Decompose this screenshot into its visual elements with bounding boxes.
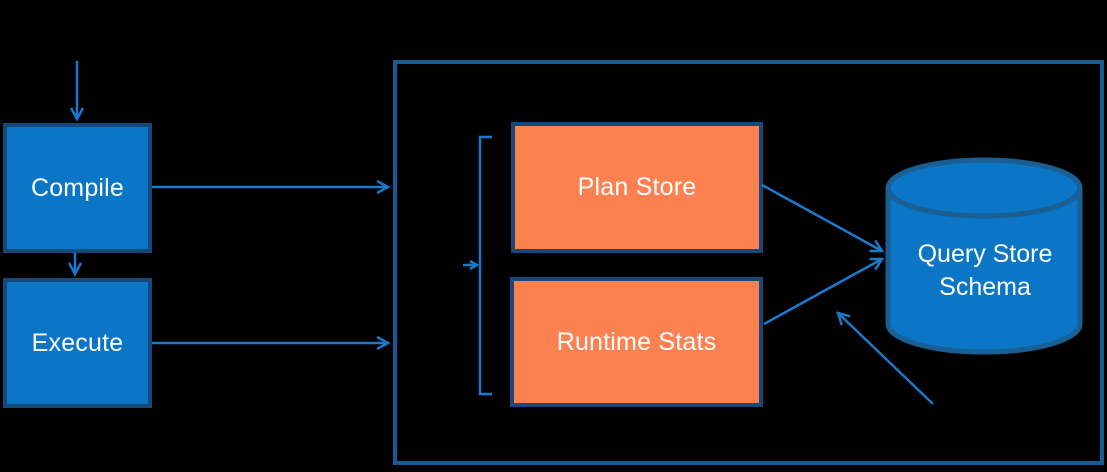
execute-box: Execute [3, 278, 152, 408]
compile-label: Compile [30, 173, 125, 202]
runtime-stats-label: Runtime Stats [556, 327, 717, 356]
plan-store-label: Plan Store [577, 173, 697, 201]
runtime-stats-box: Runtime Stats [510, 277, 763, 407]
compile-box: Compile [3, 123, 152, 253]
query-store-container-box [393, 60, 1104, 465]
plan-store-box: Plan Store [511, 122, 763, 253]
execute-label: Execute [31, 328, 124, 357]
query-store-schema-label: Query Store Schema [917, 240, 1053, 301]
database-cylinder-icon [885, 157, 1083, 355]
